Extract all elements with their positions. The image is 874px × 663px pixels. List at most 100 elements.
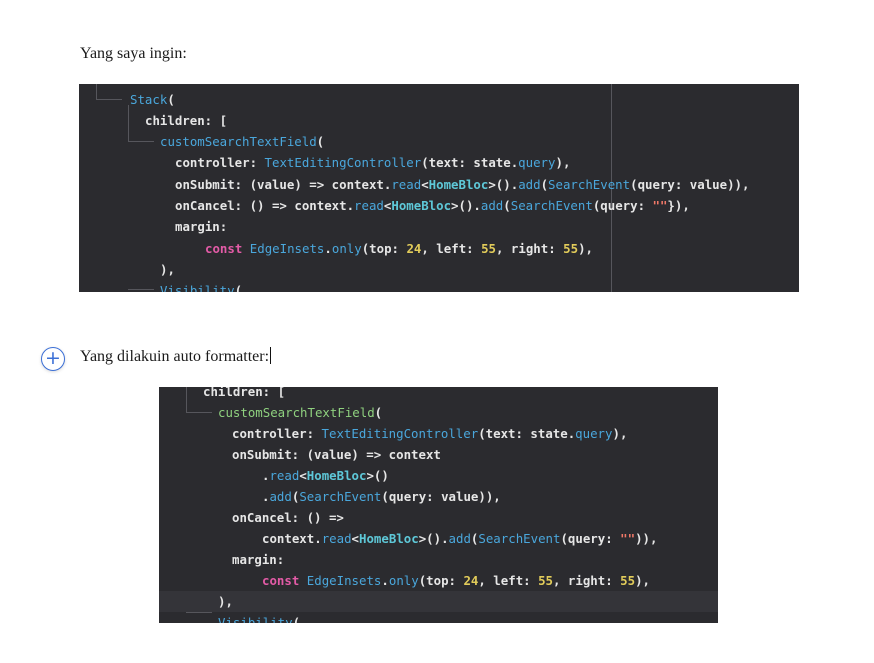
code-token: ), bbox=[635, 573, 650, 588]
code-token: SearchEvent bbox=[299, 489, 382, 504]
code-line: controller: TextEditingController(text: … bbox=[232, 423, 627, 444]
code-line: const EdgeInsets.only(top: 24, left: 55,… bbox=[205, 238, 593, 259]
paragraph-formatter-text: Yang dilakuin auto formatter: bbox=[80, 348, 270, 365]
code-token: margin: bbox=[232, 552, 285, 567]
paragraph-wanted-text: Yang saya ingin: bbox=[80, 45, 187, 62]
code-token: only bbox=[388, 573, 419, 588]
code-token: Visibility bbox=[160, 283, 235, 292]
add-block-button[interactable]: + bbox=[41, 347, 65, 371]
code-token: )), bbox=[635, 531, 658, 546]
guide-line bbox=[96, 99, 122, 100]
code-token: read bbox=[269, 468, 300, 483]
code-token: (top: bbox=[361, 241, 407, 256]
code-token: "" bbox=[652, 198, 668, 213]
code-token: customSearchTextField bbox=[218, 405, 375, 420]
code-token: query bbox=[518, 155, 556, 170]
code-line: children: [ bbox=[203, 387, 285, 402]
code-line: Visibility( bbox=[160, 280, 242, 292]
plus-icon: + bbox=[45, 347, 61, 369]
code-token: ( bbox=[234, 283, 243, 292]
code-token: }), bbox=[667, 198, 690, 213]
code-token: Stack bbox=[130, 92, 168, 107]
code-token: 55 bbox=[620, 573, 636, 588]
paragraph-formatter[interactable]: Yang dilakuin auto formatter: bbox=[80, 347, 272, 367]
code-token: . bbox=[262, 468, 270, 483]
code-line: .add(SearchEvent(query: value)), bbox=[262, 486, 501, 507]
code-token: ( bbox=[374, 405, 383, 420]
code-token: (query: bbox=[560, 531, 621, 546]
code-token: ), bbox=[612, 426, 628, 441]
code-token: TextEditingController bbox=[321, 426, 479, 441]
code-line: onCancel: () => bbox=[232, 507, 344, 528]
code-line: ), bbox=[218, 591, 233, 612]
code-token: onCancel: () => bbox=[232, 510, 344, 525]
code-token: const bbox=[262, 573, 300, 588]
guide-line bbox=[186, 612, 212, 613]
code-token: add bbox=[269, 489, 292, 504]
guide-line bbox=[128, 289, 154, 290]
code-token bbox=[242, 241, 249, 256]
code-token: HomeBloc bbox=[306, 468, 367, 483]
guide-line bbox=[96, 84, 97, 100]
code-token bbox=[299, 573, 306, 588]
code-token: , right: bbox=[553, 573, 621, 588]
code-token: ( bbox=[291, 489, 300, 504]
code-token: EdgeInsets bbox=[306, 573, 382, 588]
code-token: TextEditingController bbox=[264, 155, 422, 170]
code-token: query bbox=[575, 426, 613, 441]
code-token: SearchEvent bbox=[510, 198, 593, 213]
code-token: (query: value)), bbox=[630, 177, 750, 192]
text-cursor bbox=[270, 347, 272, 364]
code-line: onCancel: () => context.read<HomeBloc>()… bbox=[175, 195, 690, 216]
code-line: controller: TextEditingController(text: … bbox=[175, 152, 570, 173]
code-token: ( bbox=[167, 92, 175, 107]
code-line: .read<HomeBloc>() bbox=[262, 465, 389, 486]
code-token: < bbox=[421, 177, 429, 192]
guide-line bbox=[186, 387, 187, 413]
code-token: (query: bbox=[592, 198, 653, 213]
guide-line bbox=[186, 412, 212, 413]
code-token: >(). bbox=[451, 198, 481, 213]
code-token: 24 bbox=[406, 241, 422, 256]
code-token: add bbox=[448, 531, 471, 546]
code-line: margin: bbox=[232, 549, 284, 570]
code-screenshot-formatter: children: [ customSearchTextField( contr… bbox=[159, 387, 718, 623]
code-token: ( bbox=[540, 177, 549, 192]
code-line: context.read<HomeBloc>().add(SearchEvent… bbox=[262, 528, 657, 549]
code-token: "" bbox=[620, 531, 636, 546]
code-token: (text: state. bbox=[421, 155, 519, 170]
code-token: < bbox=[299, 468, 307, 483]
code-token: read bbox=[391, 177, 422, 192]
code-line: margin: bbox=[175, 216, 227, 237]
guide-line bbox=[611, 84, 612, 292]
code-token: ( bbox=[470, 531, 479, 546]
code-token: controller: bbox=[175, 155, 265, 170]
code-line: Stack( bbox=[130, 89, 175, 110]
code-token: HomeBloc bbox=[391, 198, 452, 213]
code-line: onSubmit: (value) => context.read<HomeBl… bbox=[175, 174, 749, 195]
code-token: >() bbox=[366, 468, 389, 483]
code-token: children: [ bbox=[145, 113, 228, 128]
code-line: Visibility( bbox=[218, 612, 300, 623]
code-token: onCancel: () => context. bbox=[175, 198, 355, 213]
code-line: ), bbox=[160, 259, 175, 280]
code-token: ), bbox=[578, 241, 593, 256]
code-token: ( bbox=[292, 615, 301, 623]
code-token: , left: bbox=[421, 241, 482, 256]
paragraph-wanted[interactable]: Yang saya ingin: bbox=[80, 44, 187, 64]
code-token: (query: value)), bbox=[381, 489, 501, 504]
code-line: customSearchTextField( bbox=[218, 402, 382, 423]
code-token: only bbox=[331, 241, 362, 256]
code-token: ), bbox=[160, 262, 175, 277]
code-token: read bbox=[321, 531, 352, 546]
code-token: . bbox=[324, 241, 332, 256]
code-token: SearchEvent bbox=[478, 531, 561, 546]
code-token: ), bbox=[555, 155, 571, 170]
code-token: < bbox=[383, 198, 392, 213]
code-token: . bbox=[381, 573, 389, 588]
code-token: >(). bbox=[418, 531, 449, 546]
code-token: . bbox=[262, 489, 270, 504]
code-token: onSubmit: (value) => context. bbox=[175, 177, 392, 192]
code-screenshot-wanted: Stack( children: [ customSearchTextField… bbox=[79, 84, 799, 292]
guide-line bbox=[128, 141, 154, 142]
